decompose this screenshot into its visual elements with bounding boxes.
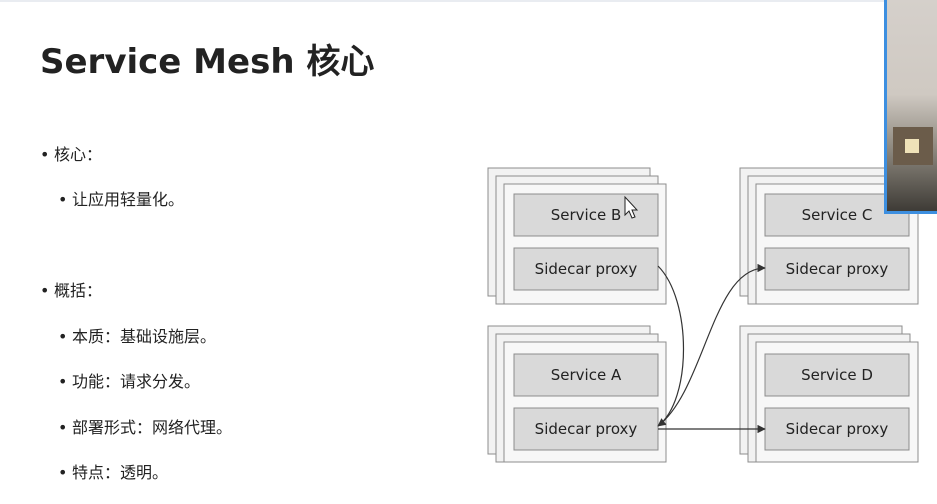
bullet-item: •部署形式：网络代理。 [58,418,233,437]
proxy-label: Sidecar proxy [535,260,638,278]
edge-b-to-a [657,265,685,427]
service-label: Service D [801,366,873,384]
bullet-text: 让应用轻量化。 [72,190,185,209]
webcam-scene-light [905,139,919,153]
proxy-label: Sidecar proxy [535,420,638,438]
bullet-text: 特点：透明。 [72,463,169,482]
proxy-box [764,407,910,451]
webcam-overlay [884,0,937,214]
node-service-d: Service D Sidecar proxy [739,325,919,463]
service-label: Service B [551,206,622,224]
edge-a-to-c [657,263,766,427]
service-box [513,353,659,397]
bullet-text: 功能：请求分发。 [72,372,201,391]
proxy-box [513,247,659,291]
bullet-item: •特点：透明。 [58,463,169,482]
bullet-text: 核心： [54,145,103,164]
slide-title: Service Mesh 核心 [40,42,375,82]
bullet-item: •本质：基础设施层。 [58,327,217,346]
bullet-item: •概括： [40,281,103,300]
top-bar [0,0,937,2]
mouse-cursor-icon [624,195,639,219]
proxy-box [513,407,659,451]
node-service-b: Service B Sidecar proxy [487,167,667,305]
proxy-box [764,247,910,291]
bullet-text: 本质：基础设施层。 [72,327,217,346]
bullet-item: •核心： [40,145,103,164]
bullet-text: 概括： [54,281,103,300]
node-service-a: Service A Sidecar proxy [487,325,667,463]
service-box [764,353,910,397]
bullet-item: •让应用轻量化。 [58,190,185,209]
service-label: Service A [551,366,622,384]
proxy-label: Sidecar proxy [786,260,889,278]
node-service-c: Service C Sidecar proxy [739,167,919,305]
bullet-text: 部署形式：网络代理。 [72,418,233,437]
service-label: Service C [802,206,873,224]
bullet-item: •功能：请求分发。 [58,372,201,391]
proxy-label: Sidecar proxy [786,420,889,438]
